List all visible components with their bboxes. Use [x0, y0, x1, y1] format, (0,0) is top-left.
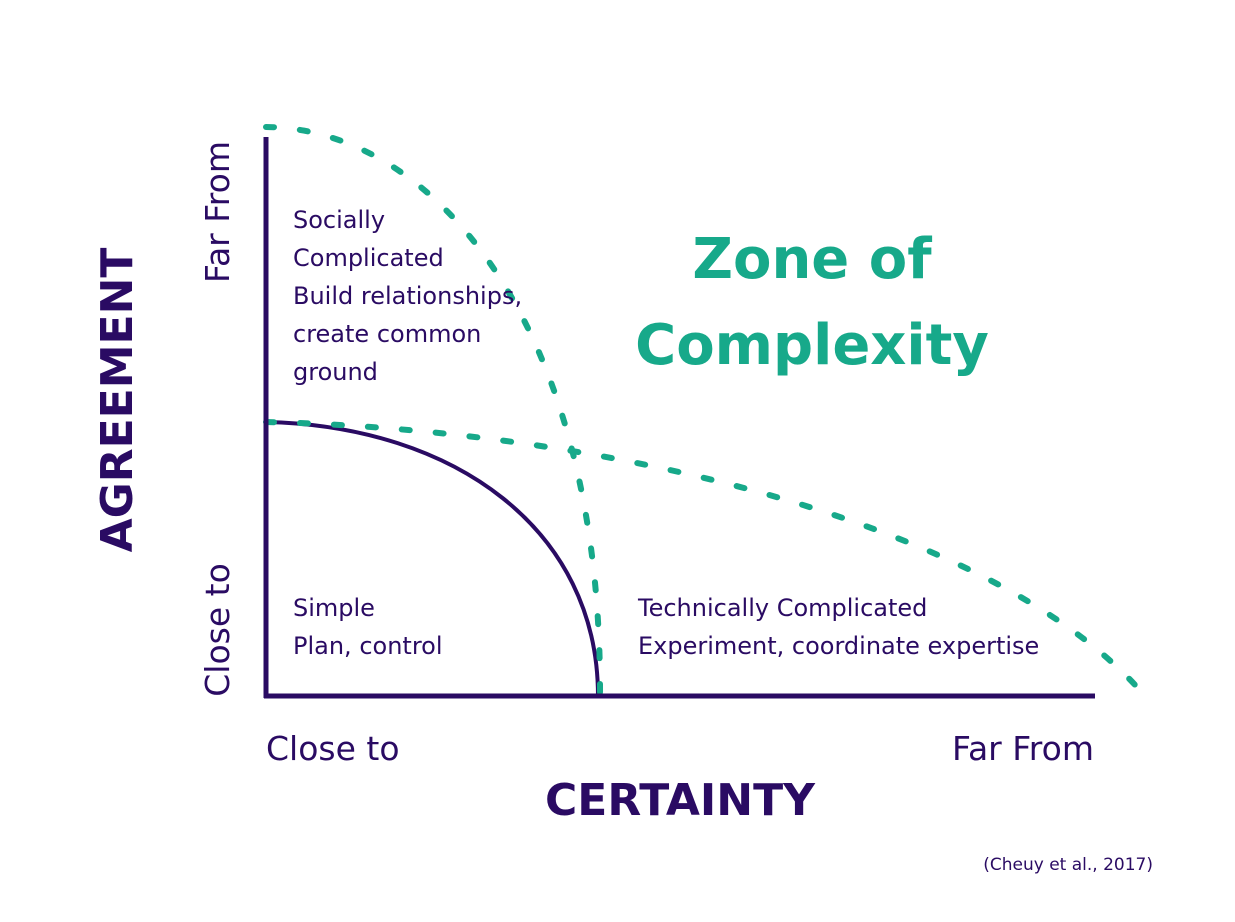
simple-zone-boundary	[265, 420, 600, 697]
zone-line: Simple	[293, 594, 375, 622]
zone-line: Technically Complicated	[637, 594, 927, 622]
y-axis-high-label: Far From	[198, 141, 237, 283]
citation: (Cheuy et al., 2017)	[983, 855, 1153, 875]
zone-line: Build relationships,	[293, 282, 522, 310]
zone-line: Plan, control	[293, 632, 443, 660]
zone-line: ground	[293, 358, 378, 386]
zone-line: create common	[293, 320, 481, 348]
zone-line: Socially	[293, 206, 385, 234]
technical-zone-boundary-dashed	[263, 419, 1153, 705]
x-axis-high-label: Far From	[952, 729, 1094, 768]
technical-zone-text: Technically Complicated Experiment, coor…	[637, 594, 1039, 660]
y-axis-low-label: Close to	[198, 563, 237, 697]
x-axis-low-label: Close to	[266, 729, 400, 768]
simple-zone-text: Simple Plan, control	[293, 594, 443, 660]
zone-title-line: Complexity	[635, 313, 989, 378]
complexity-zone-title: Zone of Complexity	[635, 227, 989, 378]
zone-line: Complicated	[293, 244, 444, 272]
x-axis-title: CERTAINTY	[545, 775, 816, 826]
social-zone-text: Socially Complicated Build relationships…	[293, 206, 522, 386]
social-zone-boundary-dashed	[263, 124, 604, 699]
zone-line: Experiment, coordinate expertise	[638, 632, 1039, 660]
y-axis-title: AGREEMENT	[92, 248, 143, 553]
zone-title-line: Zone of	[692, 227, 932, 292]
